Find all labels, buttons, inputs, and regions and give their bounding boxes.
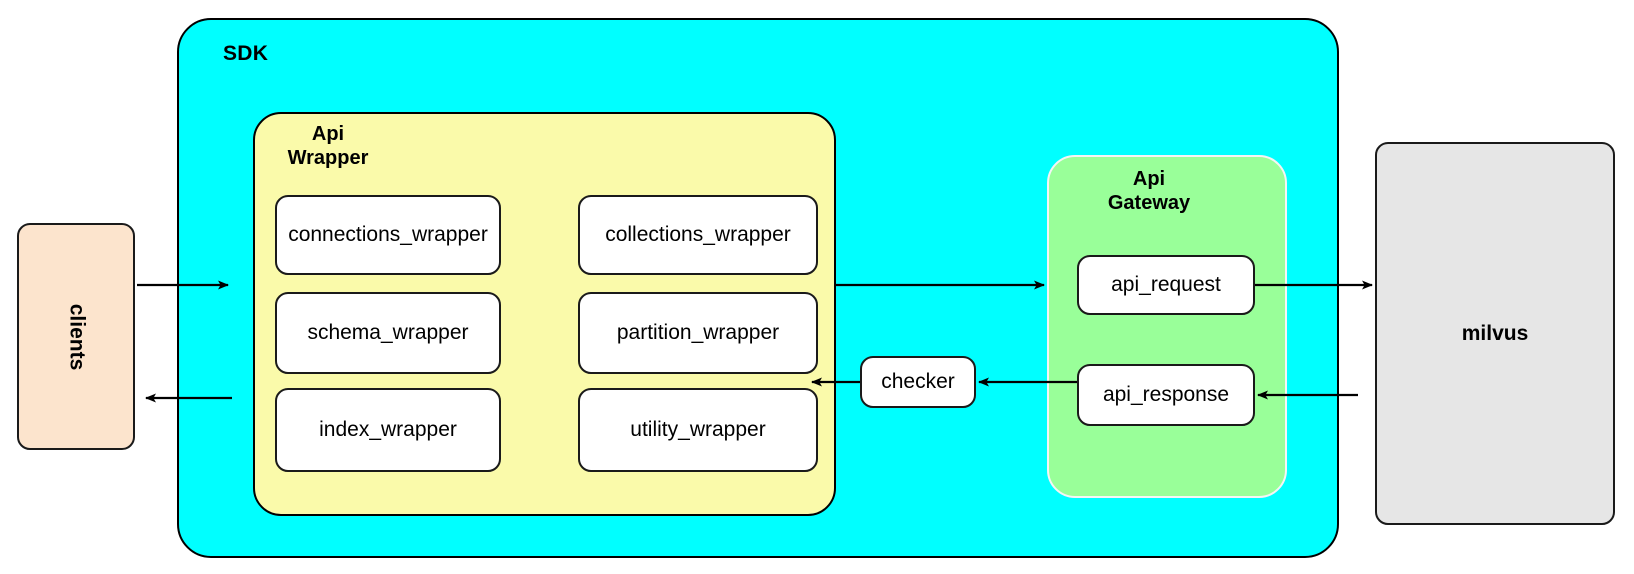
clients-label: clients	[65, 303, 88, 370]
module-collections-wrapper[interactable]: collections_wrapper	[578, 195, 818, 275]
module-label: partition_wrapper	[616, 321, 780, 344]
module-api-response[interactable]: api_response	[1077, 364, 1255, 426]
module-label: utility_wrapper	[630, 418, 766, 441]
api-gateway-label-line2: Gateway	[1107, 192, 1191, 215]
node-milvus[interactable]: milvus	[1375, 142, 1615, 525]
module-utility-wrapper[interactable]: utility_wrapper	[578, 388, 818, 472]
container-api-gateway-label: Api Gateway	[1049, 167, 1249, 216]
module-checker[interactable]: checker	[860, 356, 976, 408]
api-wrapper-label-line2: Wrapper	[287, 147, 369, 170]
container-api-gateway[interactable]: Api Gateway	[1047, 155, 1287, 498]
checker-label: checker	[881, 370, 955, 393]
module-label: api_response	[1102, 383, 1230, 406]
node-clients[interactable]: clients	[17, 223, 135, 450]
api-gateway-label-line1: Api	[1132, 168, 1166, 190]
module-label: schema_wrapper	[307, 321, 469, 344]
module-index-wrapper[interactable]: index_wrapper	[275, 388, 501, 472]
module-schema-wrapper[interactable]: schema_wrapper	[275, 292, 501, 374]
container-sdk-label: SDK	[223, 42, 269, 65]
module-label: api_request	[1111, 273, 1221, 296]
api-wrapper-label-line1: Api	[311, 123, 345, 145]
module-connections-wrapper[interactable]: connections_wrapper	[275, 195, 501, 275]
module-api-request[interactable]: api_request	[1077, 255, 1255, 315]
module-label: index_wrapper	[319, 418, 457, 441]
milvus-label: milvus	[1461, 321, 1529, 345]
container-api-wrapper-label: Api Wrapper	[273, 122, 383, 171]
module-label: connections_wrapper	[288, 223, 488, 246]
module-partition-wrapper[interactable]: partition_wrapper	[578, 292, 818, 374]
module-label: collections_wrapper	[605, 223, 791, 246]
